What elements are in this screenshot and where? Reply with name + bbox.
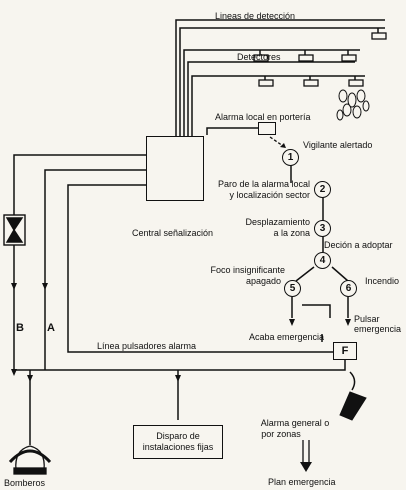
alarma-general-label-2: por zonas bbox=[261, 429, 301, 439]
detection-line-1 bbox=[175, 19, 385, 137]
plan-label: Plan emergencia bbox=[268, 477, 336, 487]
local-alarm-box bbox=[258, 122, 276, 135]
disparo-label-2: instalaciones fijas bbox=[142, 442, 214, 452]
central-panel bbox=[146, 136, 204, 201]
detection-line-3 bbox=[183, 49, 360, 137]
line-b-letter: B bbox=[16, 322, 24, 334]
lineas-deteccion-label: Lineas de detección bbox=[215, 11, 296, 21]
alarma-general-label-1: Alarma general o bbox=[260, 418, 330, 428]
desplazamiento-label-2: a la zona bbox=[273, 228, 310, 238]
central-label: Central señalización bbox=[132, 228, 214, 238]
pulsar-label-2: emergencia bbox=[354, 324, 402, 334]
disparo-box: Disparo de instalaciones fijas bbox=[133, 425, 223, 459]
incendio-label: Incendio bbox=[365, 276, 400, 286]
line-a bbox=[44, 169, 147, 370]
detectores-label: Detectores bbox=[237, 52, 281, 62]
alarma-local-label: Alarma local en portería bbox=[215, 112, 311, 122]
detection-line-4 bbox=[187, 61, 355, 137]
disparo-label-1: Disparo de bbox=[156, 431, 200, 441]
detection-line-5 bbox=[191, 75, 365, 137]
step-2: 2 bbox=[314, 181, 331, 198]
step-3: 3 bbox=[314, 220, 331, 237]
pulsar-label-1: Pulsar bbox=[354, 314, 380, 324]
step-4: 4 bbox=[314, 252, 331, 269]
detection-line-2 bbox=[179, 27, 385, 137]
linea-pulsadores-label: Línea pulsadores alarma bbox=[97, 341, 197, 351]
line-b bbox=[13, 154, 147, 370]
linea-pulsadores bbox=[67, 184, 333, 353]
paro-label-1: Paro de la alarma local bbox=[217, 179, 310, 189]
foco-label-2: apagado bbox=[245, 276, 281, 286]
step-6: 6 bbox=[340, 280, 357, 297]
vigilante-label: Vigilante alertado bbox=[303, 140, 373, 150]
desplazamiento-label-1: Desplazamiento bbox=[245, 217, 310, 227]
paro-label-2: y localización sector bbox=[229, 190, 310, 200]
line-a-letter: A bbox=[47, 322, 55, 334]
bomberos-label: Bomberos bbox=[4, 478, 46, 488]
decision-label: Deción a adoptar bbox=[324, 240, 393, 250]
step-5: 5 bbox=[284, 280, 301, 297]
bottom-bus bbox=[14, 352, 346, 371]
foco-label-1: Foco insignificante bbox=[210, 265, 285, 275]
f-box: F bbox=[333, 342, 357, 360]
acaba-label: Acaba emergencia bbox=[249, 332, 325, 342]
step-1: 1 bbox=[282, 149, 299, 166]
